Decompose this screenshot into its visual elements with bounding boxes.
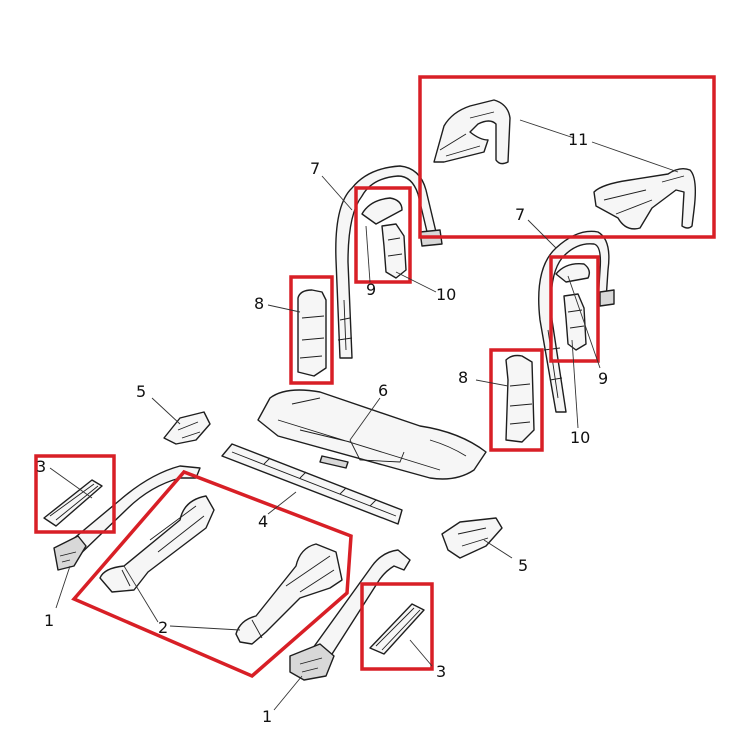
callout-8-right: 8 [458, 368, 468, 387]
highlight-boxes [34, 75, 716, 679]
part-2-trims [99, 495, 343, 645]
callout-labels: 11 7 7 8 8 9 10 9 10 5 6 4 5 3 3 1 1 2 [36, 130, 608, 726]
highlight-box-2 [71, 469, 353, 679]
part-8-left-trim [297, 289, 327, 377]
callout-4: 4 [258, 512, 268, 531]
part-6-frame [257, 389, 487, 480]
callout-10-right: 10 [570, 428, 590, 447]
part-3-right-trim [369, 603, 425, 655]
part-8-right-trim [505, 354, 535, 443]
callout-11: 11 [568, 130, 588, 149]
highlight-box-8-left [289, 275, 334, 385]
callout-3-right: 3 [436, 662, 446, 681]
side-rail-left [53, 465, 201, 571]
highlight-box-9-10-left [354, 186, 412, 284]
callout-5-right: 5 [518, 556, 528, 575]
part-11-trim-covers [433, 99, 697, 230]
part-3-left-trim [43, 479, 103, 527]
side-rail-right [289, 549, 411, 681]
highlight-box-11 [418, 75, 716, 239]
callout-7-right: 7 [515, 205, 525, 224]
highlight-box-3-left [34, 454, 116, 534]
callout-10-left: 10 [436, 285, 456, 304]
callout-9-left: 9 [366, 280, 376, 299]
callout-6: 6 [378, 381, 388, 400]
callout-2: 2 [158, 618, 168, 637]
callout-7-left: 7 [310, 159, 320, 178]
callout-5-left: 5 [136, 382, 146, 401]
callout-1-left: 1 [44, 611, 54, 630]
highlight-box-3-right [360, 582, 434, 671]
callout-9-right: 9 [598, 369, 608, 388]
leader-lines [49, 119, 679, 711]
part-5-bracket-left [163, 411, 211, 445]
part-4-crossbar [221, 443, 403, 525]
callout-1-right: 1 [262, 707, 272, 726]
part-5-bracket-right [441, 517, 503, 559]
callout-8-left: 8 [254, 294, 264, 313]
highlight-box-8-right [489, 348, 544, 452]
highlight-box-9-10-right [549, 255, 600, 363]
callout-3-left: 3 [36, 457, 46, 476]
part-9-10-right [555, 263, 591, 351]
